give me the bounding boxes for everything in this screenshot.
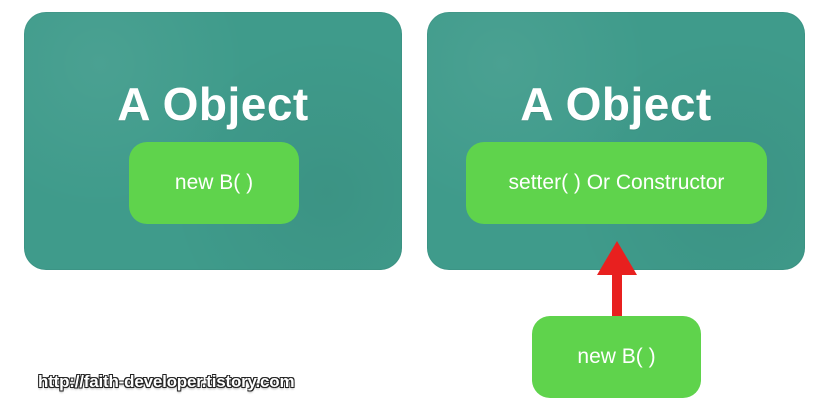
injection-arrow	[597, 241, 637, 317]
a-object-panel-left: A Object new B( )	[24, 12, 402, 270]
arrow-shaft	[612, 273, 622, 317]
arrow-head	[597, 241, 637, 275]
new-b-box-external: new B( )	[532, 316, 701, 398]
new-b-box-inside: new B( )	[129, 142, 299, 224]
a-object-panel-right: A Object setter( ) Or Constructor	[427, 12, 805, 270]
panel-title-left: A Object	[117, 78, 309, 130]
setter-constructor-box: setter( ) Or Constructor	[466, 142, 767, 224]
watermark-url: http://faith-developer.tistory.com	[38, 372, 295, 391]
panel-title-right: A Object	[520, 78, 712, 130]
